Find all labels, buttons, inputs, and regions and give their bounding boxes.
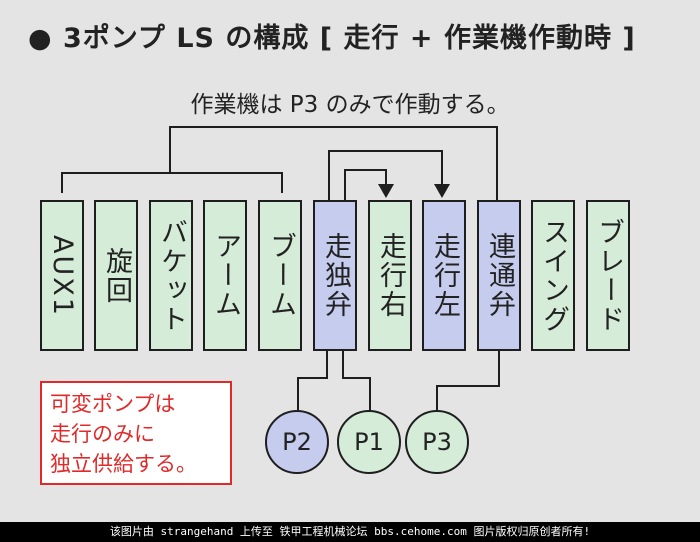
pump-label: P3	[422, 428, 452, 456]
valve-label: ブーム	[265, 232, 296, 319]
valve-label: 走行右	[375, 232, 406, 319]
valve-block: AUX1	[40, 200, 84, 351]
valve-block: スイング	[531, 200, 575, 351]
work-valve-bracket	[61, 172, 283, 193]
travel-left-feed	[328, 150, 443, 200]
valve-block: ブーム	[258, 200, 302, 351]
valve-label: AUX1	[47, 234, 78, 317]
p3-supply-line	[169, 126, 498, 200]
valve-block: 連通弁	[477, 200, 521, 351]
p2-line	[297, 351, 328, 410]
valve-block: 旋回	[94, 200, 138, 351]
valve-label: スイング	[538, 217, 569, 334]
watermark-footer: 该图片由 strangehand 上传至 铁甲工程机械论坛 bbs.cehome…	[0, 522, 700, 542]
valve-block: ブレード	[586, 200, 630, 351]
diagram-title: ● 3ポンプ LS の構成 [ 走行 + 作業機作動時 ]	[28, 23, 636, 54]
travel-left-arrow	[434, 184, 450, 198]
valve-label: 走行左	[429, 232, 460, 319]
diagram-subtitle: 作業機は P3 のみで作動する。	[190, 92, 510, 118]
valve-label: アーム	[210, 232, 241, 319]
variable-pump-note: 可変ポンプは 走行のみに 独立供給する。	[40, 381, 232, 485]
valve-label: ブレード	[593, 217, 624, 334]
valve-label: 旋回	[101, 246, 132, 305]
valve-label: 走独弁	[320, 232, 351, 319]
pump-p3: P3	[405, 410, 469, 474]
valve-block: 走行左	[422, 200, 466, 351]
valve-block: アーム	[203, 200, 247, 351]
valve-label: バケット	[156, 217, 187, 334]
p1-line	[342, 351, 371, 410]
note-line: 可変ポンプは	[50, 392, 176, 416]
valve-block: バケット	[149, 200, 193, 351]
travel-right-arrow	[378, 184, 394, 198]
pump-label: P1	[354, 428, 384, 456]
pump-label: P2	[282, 428, 312, 456]
note-line: 走行のみに	[50, 422, 155, 446]
p3-line	[436, 351, 500, 410]
valve-label: 連通弁	[484, 232, 515, 319]
pump-p1: P1	[337, 410, 401, 474]
valve-block: 走行右	[368, 200, 412, 351]
note-line: 独立供給する。	[50, 452, 197, 476]
pump-p2: P2	[265, 410, 329, 474]
travel-right-feed	[344, 169, 387, 200]
valve-block: 走独弁	[313, 200, 357, 351]
